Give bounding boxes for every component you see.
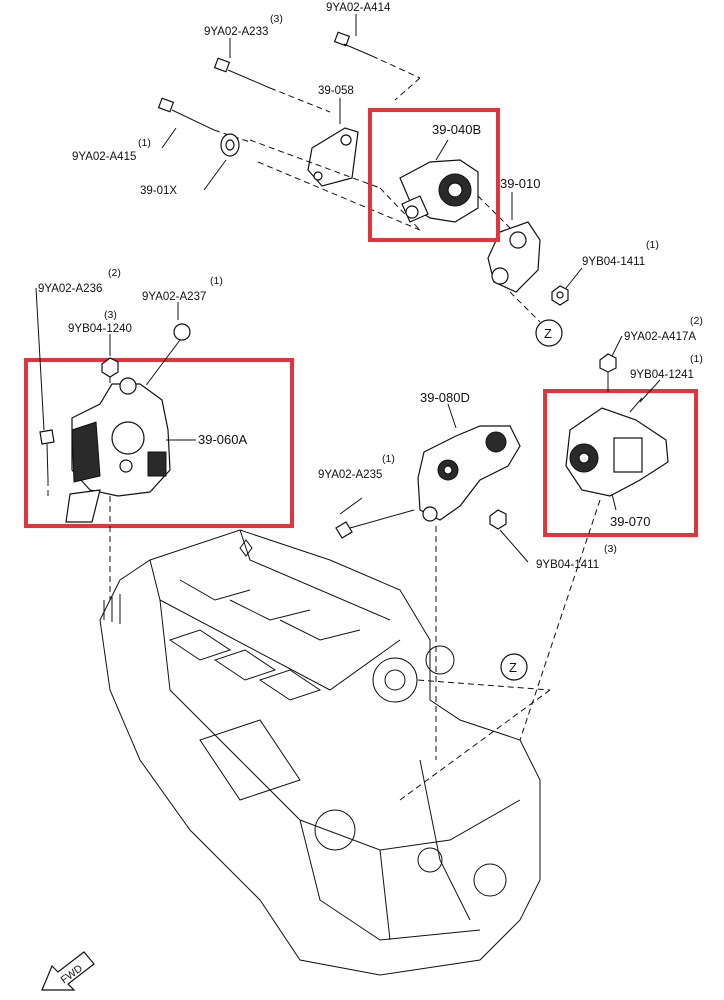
highlight-box-39-060a: [24, 358, 294, 528]
highlight-box-39-070: [543, 389, 698, 537]
qty-9ya02-a233: (3): [270, 13, 283, 25]
qty-9ya02-a235: (1): [382, 453, 395, 465]
washer-39-01x: [203, 133, 240, 191]
link-39-010: [477, 192, 541, 293]
bolt-9ya02-a236: [35, 287, 55, 500]
qty-9yb04-1240: (3): [104, 309, 117, 321]
qty-9ya02-a236: (2): [108, 267, 121, 279]
label-9ya02-a235: 9YA02-A235: [318, 469, 382, 481]
label-39-01x: 39-01X: [140, 185, 177, 197]
label-39-058: 39-058: [318, 85, 354, 97]
label-9yb04-1411-lower: 9YB04-1411: [536, 559, 599, 571]
bracket-39-058: [249, 98, 421, 231]
label-9ya02-a414: 9YA02-A414: [326, 2, 391, 14]
engine-bracket-39-080d: [417, 403, 521, 522]
transmission-mount-39-070: [565, 379, 669, 511]
bushing-39-040b: [399, 139, 479, 223]
label-9ya02-a237: 9YA02-A237: [142, 291, 206, 303]
bolt-9ya02-a233: [213, 38, 331, 113]
qty-9yb04-1411: (1): [646, 239, 659, 251]
forward-direction-arrow-icon: [41, 951, 95, 991]
bolt-9ya02-a235: [335, 497, 415, 539]
nut-9yb04-1240: [101, 334, 119, 395]
bolt-9ya02-a415: [157, 97, 251, 149]
qty-9ya02-a415: (1): [138, 137, 151, 149]
qty-9yb04-1411-lower: (3): [604, 543, 617, 555]
label-39-070: 39-070: [610, 514, 650, 529]
engine-mount-39-060a: [65, 377, 196, 523]
z-marker-middle-letter: Z: [509, 660, 517, 675]
label-9yb04-1240: 9YB04-1240: [68, 323, 132, 335]
qty-9ya02-a417a: (2): [690, 315, 703, 327]
qty-9ya02-a237: (1): [210, 275, 223, 287]
qty-9yb04-1241: (1): [690, 353, 703, 365]
bolt-9ya02-a414: [333, 14, 421, 101]
bolt-9ya02-a417a: [599, 335, 623, 392]
label-9yb04-1411: 9YB04-1411: [582, 256, 645, 268]
label-9ya02-a417a: 9YA02-A417A: [624, 331, 696, 343]
z-marker-top-letter: Z: [544, 326, 552, 341]
label-9ya02-a233: 9YA02-A233: [204, 26, 268, 38]
label-9ya02-a236: 9YA02-A236: [38, 283, 102, 295]
bolt-9ya02-a237: [134, 302, 191, 401]
engine-transmission-assembly: [99, 496, 601, 976]
label-9ya02-a415: 9YA02-A415: [72, 151, 136, 163]
label-9yb04-1241: 9YB04-1241: [630, 369, 694, 381]
label-39-010: 39-010: [500, 176, 540, 191]
z-marker-middle: [500, 653, 528, 681]
z-marker-top: [509, 291, 563, 347]
nut-9yb04-1411-lower: [435, 509, 529, 760]
highlight-box-39-040b: [368, 108, 500, 242]
label-39-060a: 39-060A: [198, 432, 247, 447]
label-39-080d: 39-080D: [420, 390, 470, 405]
nut-9yb04-1411: [551, 267, 583, 306]
label-39-040b: 39-040B: [432, 122, 481, 137]
